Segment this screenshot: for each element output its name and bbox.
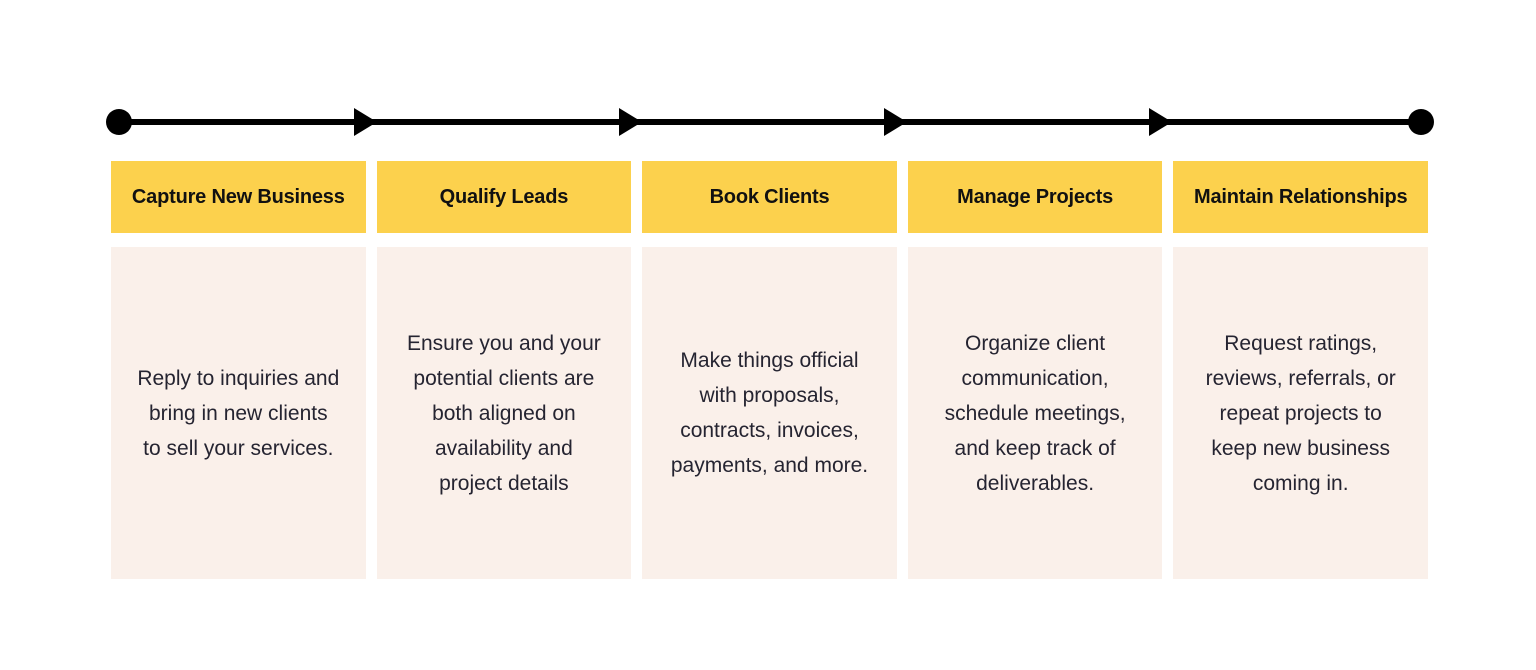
- timeline: [106, 108, 1434, 136]
- stage-description-panel: Ensure you and your potential clients ar…: [376, 247, 632, 579]
- stage-description-panel: Make things official with proposals, con…: [642, 247, 897, 579]
- stage-description-panel: Request ratings, reviews, referrals, or …: [1173, 247, 1428, 579]
- stage-description-panel: Organize client communication, schedule …: [907, 247, 1163, 579]
- stage-description: Organize client communication, schedule …: [944, 331, 1126, 495]
- stage-description-panel: Reply to inquiries and bring in new clie…: [111, 247, 366, 579]
- stage-title: Qualify Leads: [376, 161, 632, 233]
- timeline-arrow-icon: [1149, 108, 1172, 136]
- timeline-start-dot-icon: [106, 109, 132, 135]
- stage-description: Ensure you and your potential clients ar…: [406, 331, 601, 495]
- stage-manage-projects: Manage Projects Organize client communic…: [907, 161, 1163, 579]
- stage-title: Maintain Relationships: [1173, 161, 1428, 233]
- stage-columns: Capture New Business Reply to inquiries …: [111, 161, 1428, 579]
- stage-qualify-leads: Qualify Leads Ensure you and your potent…: [376, 161, 632, 579]
- stage-title: Manage Projects: [907, 161, 1163, 233]
- stage-title: Capture New Business: [111, 161, 366, 233]
- stage-description: Make things official with proposals, con…: [670, 349, 869, 477]
- timeline-end-dot-icon: [1408, 109, 1434, 135]
- stage-maintain-relationships: Maintain Relationships Request ratings, …: [1173, 161, 1428, 579]
- stage-title: Book Clients: [642, 161, 897, 233]
- stage-description: Request ratings, reviews, referrals, or …: [1205, 331, 1396, 495]
- timeline-arrow-icon: [619, 108, 642, 136]
- stage-book-clients: Book Clients Make things official with p…: [642, 161, 897, 579]
- timeline-arrow-icon: [884, 108, 907, 136]
- stage-capture-new-business: Capture New Business Reply to inquiries …: [111, 161, 366, 579]
- timeline-arrow-icon: [354, 108, 377, 136]
- stage-description: Reply to inquiries and bring in new clie…: [137, 366, 340, 460]
